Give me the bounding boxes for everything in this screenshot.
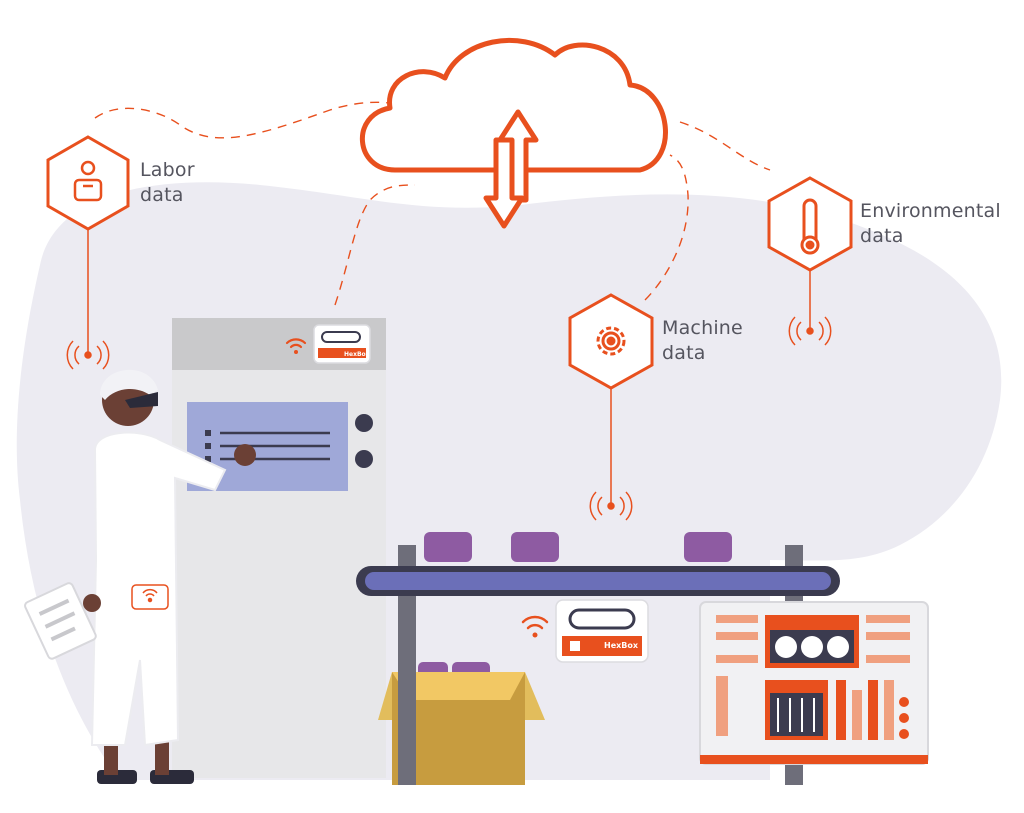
labor-link [94, 101, 401, 139]
labor-hexagon [46, 135, 130, 231]
clipboard-icon [24, 582, 101, 660]
product-item [511, 532, 559, 562]
worker-figure [24, 369, 256, 784]
gauge-icon [775, 636, 849, 658]
wifi-icon [521, 615, 549, 638]
environmental-label: Environmental data [860, 200, 1001, 247]
hexbox-brand-large: HexBox [344, 351, 370, 358]
machine-label: Machine data [662, 317, 743, 364]
machine-link [644, 154, 689, 301]
environmental-link [679, 121, 771, 171]
thermometer-icon [800, 198, 820, 255]
cabinet-button-top [355, 414, 373, 432]
dashed-connections [94, 101, 771, 306]
gear-icon [596, 326, 626, 356]
hexbox-device-large: HexBox [313, 324, 371, 364]
worker-icon [73, 160, 103, 202]
hexbox-brand-small: HexBox [604, 641, 639, 650]
hexbox-device-small: HexBox [555, 599, 649, 663]
product-item [424, 532, 472, 562]
labor-label: Labor data [140, 159, 195, 206]
cardboard-box [378, 662, 545, 785]
signal-icon [788, 316, 832, 346]
labor-node [46, 135, 130, 370]
machine-cabinet [172, 318, 386, 778]
device-link [334, 184, 416, 306]
product-item [684, 532, 732, 562]
wifi-icon [142, 588, 158, 603]
sync-arrows-icon [483, 109, 539, 229]
environmental-hexagon [767, 176, 853, 272]
machine-node [568, 293, 654, 521]
signal-icon [66, 340, 110, 370]
signal-icon [589, 491, 633, 521]
cabinet-button-bottom [355, 450, 373, 468]
environmental-node [767, 176, 853, 346]
dashboard-monitor [699, 601, 929, 785]
cloud-icon [360, 37, 668, 229]
wifi-icon [285, 338, 307, 354]
